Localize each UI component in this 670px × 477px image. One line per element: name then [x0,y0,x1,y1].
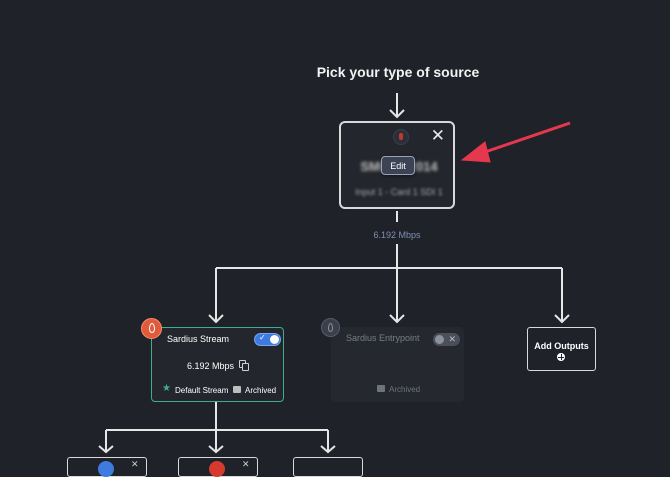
archive-icon[interactable] [233,386,241,393]
output-bitrate: 6.192 Mbps [187,361,235,371]
plus-icon [557,353,565,361]
add-outputs-button[interactable]: Add Outputs [527,327,596,371]
page-title: Pick your type of source [316,64,480,80]
output-name: Sardius Entrypoint [346,333,420,343]
close-icon: ✕ [448,334,456,344]
source-subtitle: Input 1 - Card 1 SDI 1 [355,187,443,197]
add-outputs-label: Add Outputs [534,341,589,351]
source-card[interactable]: ✕ SMPTE 2014 Input 1 - Card 1 SDI 1 Edit [339,121,455,209]
check-icon: ✓ [259,333,266,342]
close-icon[interactable]: ✕ [430,126,445,145]
sardius-logo-icon [141,318,162,339]
output-logo-icon [98,461,114,477]
archived-label: Archived [245,386,277,395]
source-logo-icon [393,129,409,145]
close-icon[interactable]: ✕ [131,459,139,469]
close-icon[interactable]: ✕ [242,459,250,469]
output-logo-icon [209,461,225,477]
copy-icon[interactable] [239,360,249,371]
flow-connectors [98,93,571,454]
output-toggle[interactable]: ✓ [254,333,281,346]
output-name: Sardius Stream [167,334,230,344]
annotation-arrow [460,121,571,163]
archived-label: Archived [389,385,421,394]
edit-button[interactable]: Edit [381,156,415,175]
toggle-knob [435,335,444,344]
toggle-knob [270,335,279,344]
source-bitrate: 6.192 Mbps [373,230,421,240]
output-toggle[interactable]: ✕ [433,333,460,346]
archive-icon[interactable] [377,385,385,392]
child-output-card[interactable] [293,457,363,477]
sardius-logo-icon [321,318,340,337]
star-icon: ★ [162,383,171,394]
default-stream-label: Default Stream [175,386,229,395]
